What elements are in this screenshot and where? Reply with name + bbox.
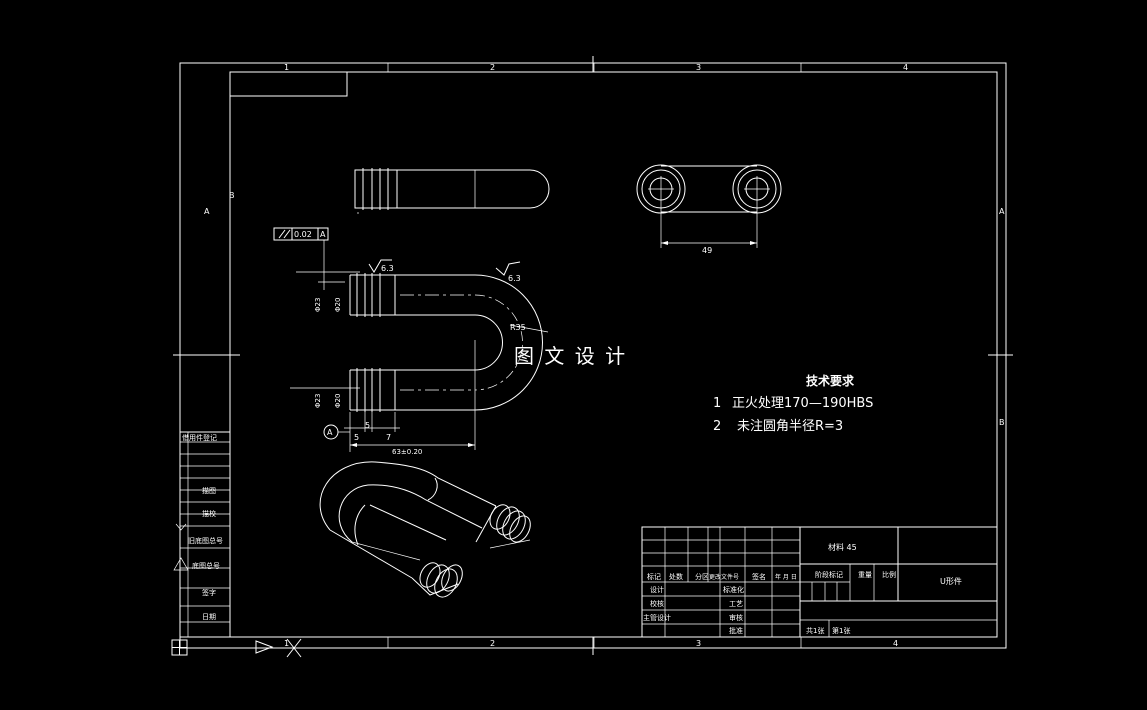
dim-dia-1: Φ23: [314, 298, 322, 312]
strip-label-1: 借用件登记: [182, 433, 217, 442]
roughness-2: 6.3: [508, 274, 521, 283]
zone-top-4: 4: [903, 63, 908, 72]
dim-center-distance: 49: [702, 246, 712, 255]
datum-a-label: A: [327, 428, 333, 437]
watermark-text: 图 文 设 计: [514, 344, 627, 368]
tb-approve: 批准: [729, 626, 743, 635]
zone-bottom-4: 4: [893, 639, 898, 648]
row-right-a: A: [999, 207, 1005, 216]
tb-h-zone: 分区: [695, 572, 709, 581]
dim-len-7: 7: [386, 433, 391, 442]
zone-bottom-3: 3: [696, 639, 701, 648]
tech-requirements: 技术要求 1 正火处理170—190HBS 2 未注圆角半径R=3: [713, 373, 873, 434]
dim-len-5: 5: [354, 433, 359, 442]
left-registration-strip: 借用件登记 描图 描校 旧底图总号 底图总号 签字 日期: [173, 431, 231, 638]
strip-label-4: 旧底图总号: [188, 536, 223, 545]
tech-req-item2-number: 2: [713, 419, 721, 434]
dim-overall-length: 63±0.20: [392, 448, 422, 456]
tech-req-item2: 未注圆角半径R=3: [737, 419, 843, 434]
zone-top-2: 2: [490, 63, 495, 72]
tb-h-date: 年 月 日: [775, 573, 797, 581]
tb-h-weight: 重量: [858, 571, 872, 579]
tb-check: 校核: [650, 599, 664, 608]
dim-dia-2: Φ20: [334, 298, 342, 312]
zone-bottom-2: 2: [490, 639, 495, 648]
dim-radius: R35: [510, 323, 526, 332]
zone-top-3: 3: [696, 63, 701, 72]
row-right-b: B: [999, 418, 1005, 427]
strip-label-7: 日期: [202, 613, 216, 621]
dim-len-5b: 5: [365, 421, 370, 430]
tech-req-title: 技术要求: [806, 373, 855, 388]
tb-h-doc: 更改文件号: [709, 573, 739, 581]
zone-labels: 1 2 3 4 1 2 3 4 A B A B: [204, 63, 1005, 648]
side-view-link: 49: [636, 164, 782, 255]
front-view-u-part: 0.02 A 6.3 6.3 R35: [273, 227, 549, 456]
tolerance-value: 0.02: [294, 230, 312, 239]
title-block: 材料 45 U形件 标记 处数 分区 更改文件号 签名 年 月 日 阶段标记 重…: [641, 526, 998, 638]
row-left-b: B: [229, 191, 235, 200]
tb-sheet-no: 第1张: [832, 626, 850, 635]
tb-h-mark: 标记: [647, 572, 661, 581]
tb-process: 工艺: [729, 600, 743, 608]
tb-manager: 主管设计: [643, 613, 671, 622]
strip-label-2: 描图: [202, 486, 216, 495]
tb-h-scale: 比例: [882, 570, 896, 579]
strip-label-5: 底图总号: [192, 561, 220, 570]
isometric-view: [319, 461, 531, 598]
tb-std: 标准化: [723, 585, 744, 594]
tb-material: 材料 45: [828, 542, 857, 552]
tb-h-sign: 签名: [752, 572, 766, 581]
tech-req-item1-number: 1: [713, 396, 721, 411]
top-view-rod: [354, 168, 550, 214]
roughness-1: 6.3: [381, 264, 394, 273]
row-left-a: A: [204, 207, 210, 216]
tb-h-stage: 阶段标记: [815, 570, 843, 579]
dim-dia-4: Φ20: [334, 394, 342, 408]
tech-req-item1: 正火处理170—190HBS: [732, 396, 873, 411]
tb-h-count: 处数: [669, 572, 683, 581]
dim-dia-3: Φ23: [314, 394, 322, 408]
zone-top-1: 1: [284, 63, 289, 72]
tb-part-name: U形件: [940, 576, 962, 586]
tb-design: 设计: [650, 585, 664, 594]
sheet-frame: [171, 56, 1013, 658]
zone-bottom-1: 1: [284, 639, 289, 648]
strip-label-3: 描校: [202, 509, 216, 518]
tolerance-datum: A: [320, 230, 326, 239]
tb-sheets: 共1张: [806, 626, 824, 635]
tb-review: 审核: [729, 613, 743, 622]
strip-label-6: 签字: [202, 588, 216, 597]
